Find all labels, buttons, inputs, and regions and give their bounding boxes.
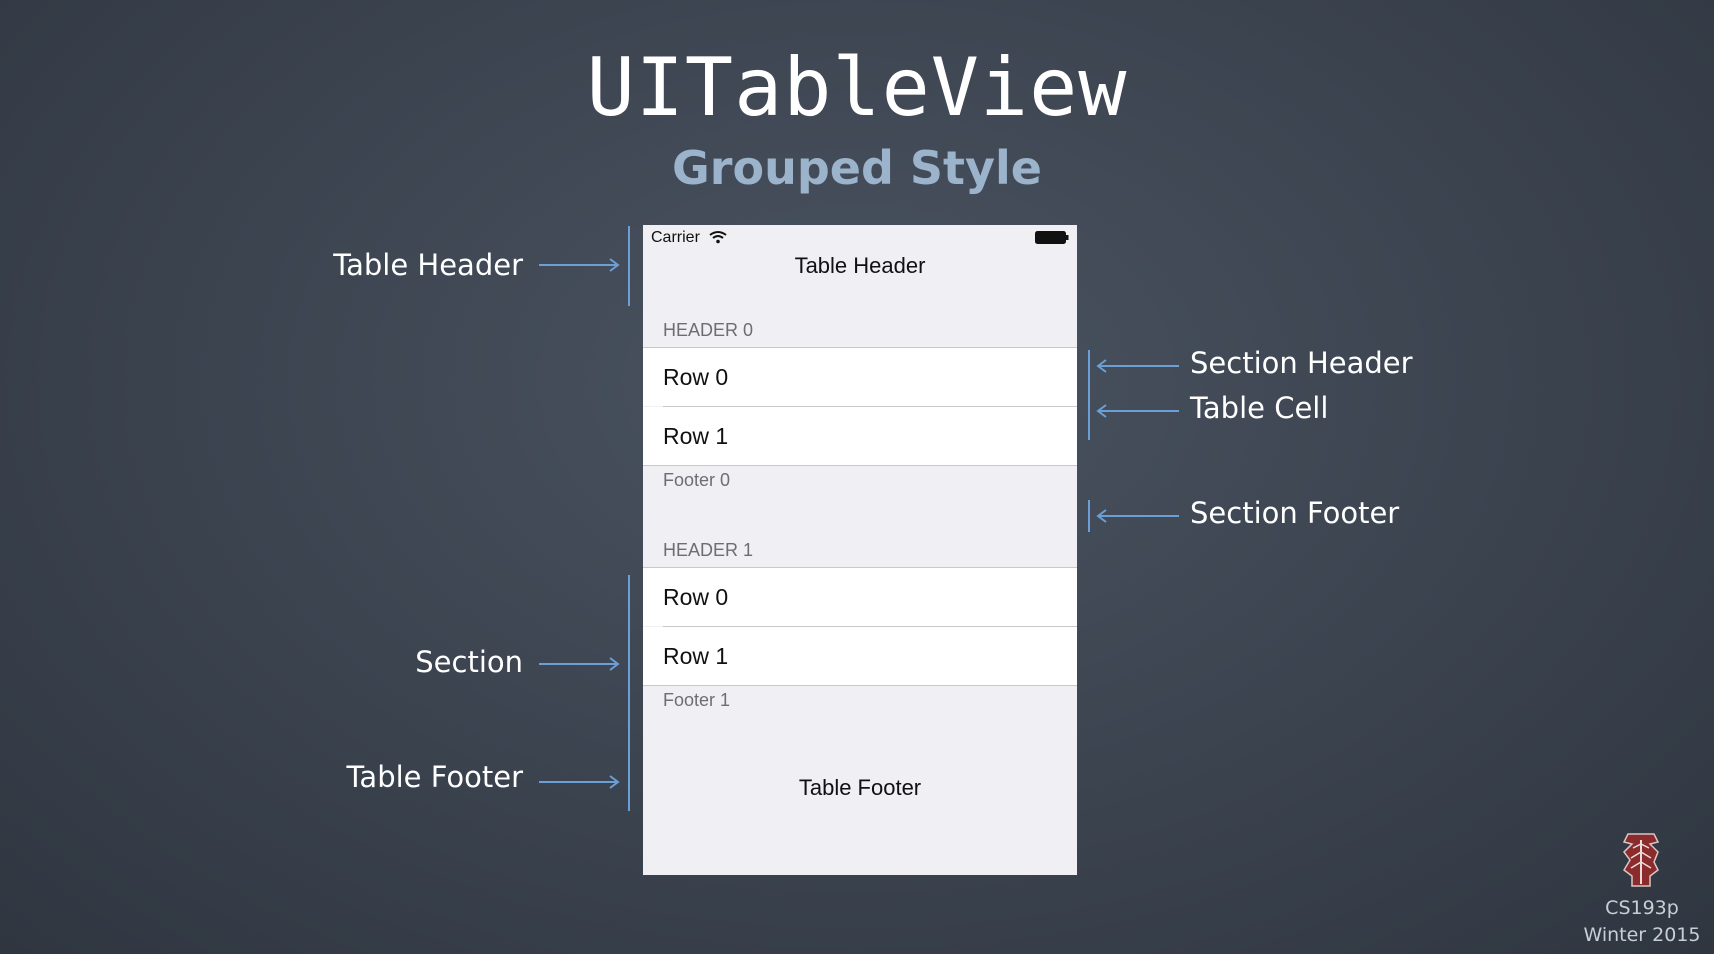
arrow-right-icon [539,258,620,272]
annotation-section-footer: Section Footer [1190,496,1400,530]
arrow-right-icon [539,775,620,789]
separator [643,685,1077,686]
arrow-left-icon [1096,404,1179,418]
table-cell[interactable]: Row 0 [643,568,1077,626]
section-header: HEADER 1 [663,540,754,560]
term-label: Winter 2015 [1583,924,1701,946]
annotation-table-footer: Table Footer [346,760,523,794]
table-cell[interactable]: Row 1 [643,407,1077,465]
arrow-right-icon [539,657,620,671]
separator [663,406,1077,407]
cell-label: Row 1 [663,643,729,669]
course-label: CS193p [1605,897,1679,919]
bracket-section-footer [1088,500,1090,532]
arrow-left-icon [1096,509,1179,523]
slide-title: UITableView [586,41,1128,134]
bracket-section [628,575,630,753]
annotation-table-cell: Table Cell [1190,391,1329,425]
bracket-table-header [628,226,630,306]
section-footer: Footer 0 [663,470,731,490]
slide-subtitle: Grouped Style [672,141,1042,195]
annotation-section: Section [415,645,523,679]
stanford-logo-icon [1622,833,1660,887]
wifi-icon [709,231,727,244]
annotation-section-header: Section Header [1190,346,1413,380]
carrier-label: Carrier [651,229,700,246]
cell-label: Row 0 [663,364,729,390]
separator [663,626,1077,627]
status-bar: Carrier [643,225,1077,251]
table-view-mockup: Carrier Table Header HEADER 0 Row 0 Row … [643,225,1077,875]
cell-label: Row 0 [663,584,729,610]
bracket-table-footer [628,753,630,811]
arrow-left-icon [1096,359,1179,373]
table-header: Table Header [794,253,926,278]
cell-label: Row 1 [663,423,729,449]
separator [643,567,1077,568]
table-footer: Table Footer [798,775,922,800]
separator [643,347,1077,348]
table-cell[interactable]: Row 1 [643,627,1077,685]
table-cell[interactable]: Row 0 [643,348,1077,406]
annotation-table-header: Table Header [333,248,523,282]
bracket-section-header [1088,350,1090,440]
separator [643,465,1077,466]
battery-icon [1035,231,1069,244]
section-header: HEADER 0 [663,320,754,340]
section-footer: Footer 1 [663,690,731,710]
